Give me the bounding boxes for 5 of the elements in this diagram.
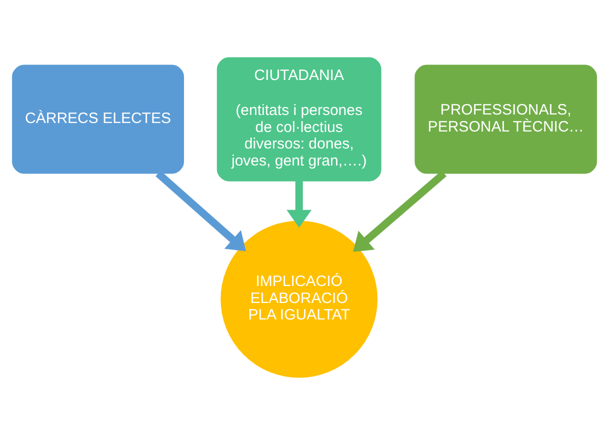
node-circle: IMPLICACIÓ ELABORACIÓ PLA IGUALTAT — [220, 220, 378, 378]
node-box: CIUTADANIA (entitats i persones de col·lectius diversos: dones, joves, gent gran,….) — [216, 56, 382, 181]
arrow — [286, 180, 312, 228]
node-box: PROFESSIONALS, PERSONAL TÈCNIC… — [414, 64, 597, 174]
node-box: CÀRRECS ELECTES — [12, 64, 184, 174]
